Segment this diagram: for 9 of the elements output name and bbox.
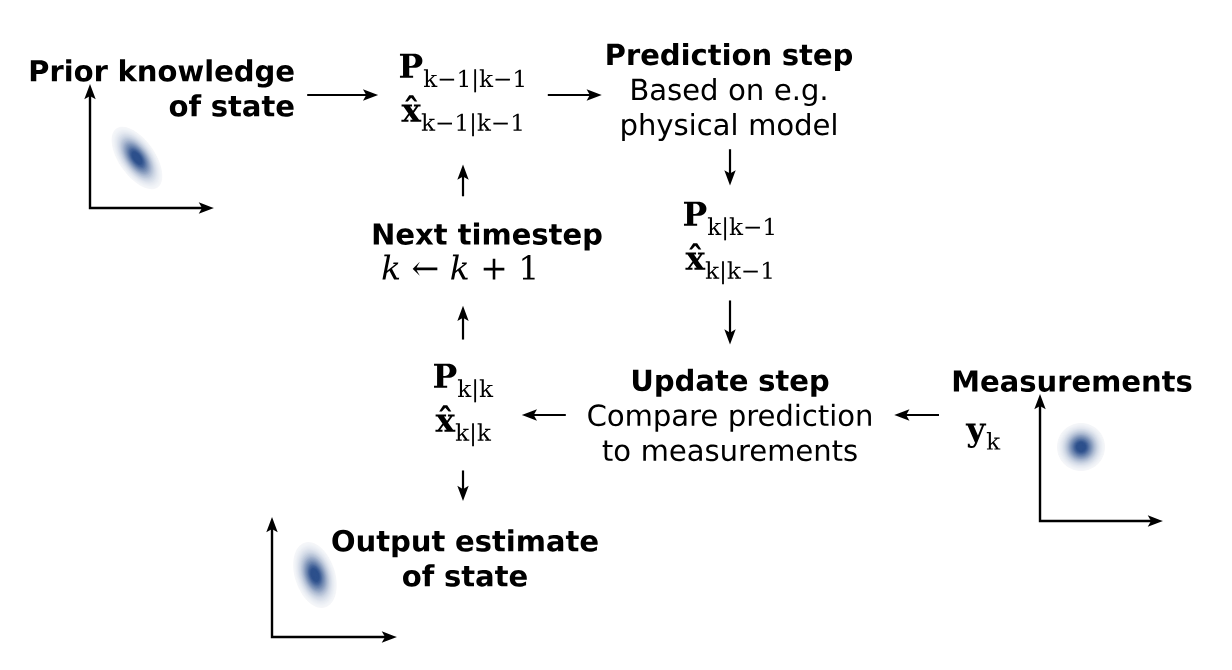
step-text: Update step Compare prediction to measurements: [588, 368, 871, 462]
formula: P$_{k−1|k−1}$ x̂$_{k−1|k−1}$: [399, 53, 524, 137]
step-text: Prediction step Based on e.g. physical model: [607, 42, 853, 142]
measurement-label: Measurements y$_{k}$: [953, 370, 1192, 450]
label-text: Prior knowledge of state: [30, 59, 294, 117]
step-text: Next timestep k ← k + 1: [373, 222, 602, 280]
label-text: Output estimate of state: [332, 529, 598, 587]
formula: P$_{k|k}$ x̂$_{k|k}$: [434, 363, 494, 447]
formula: P$_{k|k−1}$ x̂$_{k|k−1}$: [684, 201, 774, 285]
